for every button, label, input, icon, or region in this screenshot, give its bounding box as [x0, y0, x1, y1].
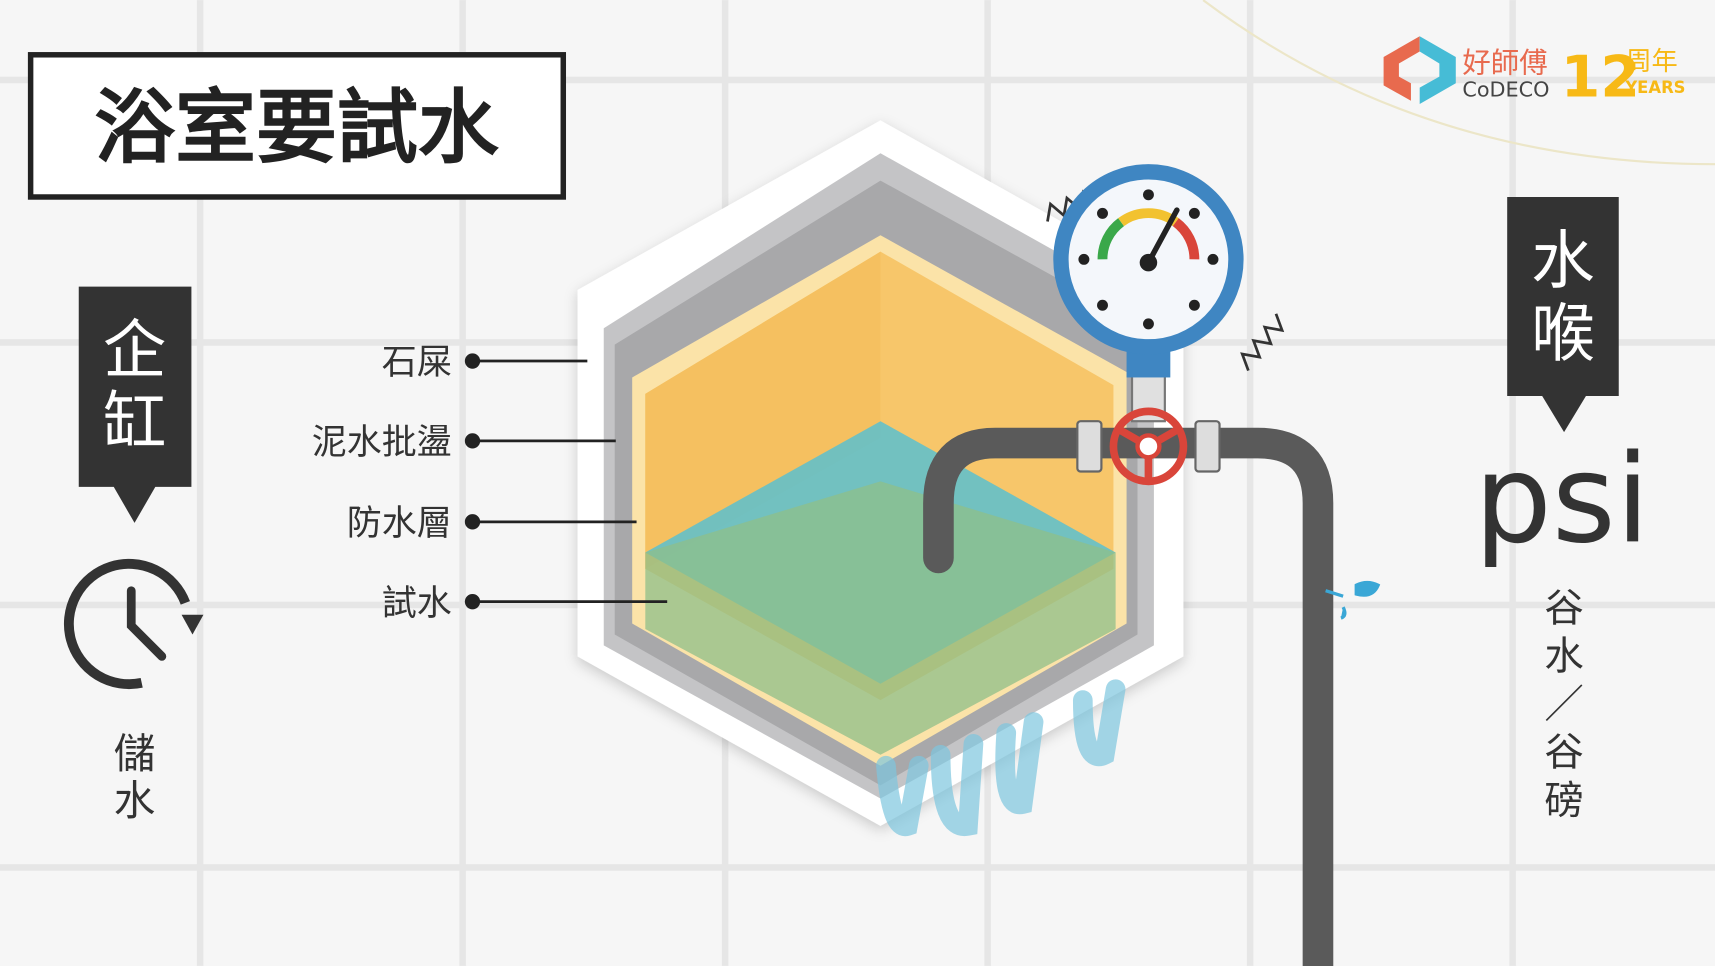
decor-curve	[1202, 0, 1715, 166]
valve-icon	[1109, 407, 1188, 486]
caption-char: 谷	[1544, 730, 1583, 776]
caption-char: ／	[1544, 682, 1583, 728]
caption-char: 谷	[1544, 585, 1583, 631]
banner-char: 喉	[1531, 297, 1594, 371]
test-water-body	[645, 481, 1116, 755]
logo-years-cn: 周年	[1625, 47, 1678, 77]
logo-years-en: YEARS	[1624, 78, 1685, 97]
codeco-logo: 好師傅 CoDECO 12 周年 YEARS	[1383, 36, 1686, 110]
page-title: 浴室要試水	[94, 81, 500, 175]
caption-char: 水	[1544, 633, 1583, 679]
bath-cross-section	[577, 120, 1184, 837]
banner-char: 企	[103, 313, 166, 387]
layer-label: 試水	[382, 584, 452, 624]
logo-en: CoDECO	[1462, 77, 1549, 101]
caption-char: 水	[114, 776, 156, 825]
clock-icon	[63, 558, 204, 690]
layer-labels: 石屎 泥水批盪 防水層 試水	[312, 343, 668, 624]
layer-label: 石屎	[382, 343, 452, 383]
psi-unit: psi	[1474, 428, 1650, 571]
logo-mark-icon	[1383, 36, 1420, 101]
banner-char: 水	[1531, 223, 1594, 297]
logo-cn: 好師傅	[1462, 46, 1547, 79]
title-box: 浴室要試水	[27, 52, 567, 200]
water-pipe	[923, 427, 1334, 966]
pressure-gauge-icon	[1046, 164, 1285, 378]
caption-char: 儲	[114, 729, 156, 778]
bathtub-banner: 企 缸	[78, 286, 192, 523]
unit-caption: 谷 水 ／ 谷 磅	[1544, 585, 1583, 823]
layer-label: 防水層	[347, 504, 452, 544]
water-pipe-banner: 水 喉	[1507, 196, 1619, 433]
leak-drips	[876, 679, 1126, 837]
logo-years-number: 12	[1561, 44, 1640, 110]
leak-splash-icon	[1325, 580, 1381, 620]
caption-char: 磅	[1544, 778, 1583, 824]
layer-label: 泥水批盪	[312, 423, 452, 463]
banner-char: 缸	[103, 385, 166, 459]
